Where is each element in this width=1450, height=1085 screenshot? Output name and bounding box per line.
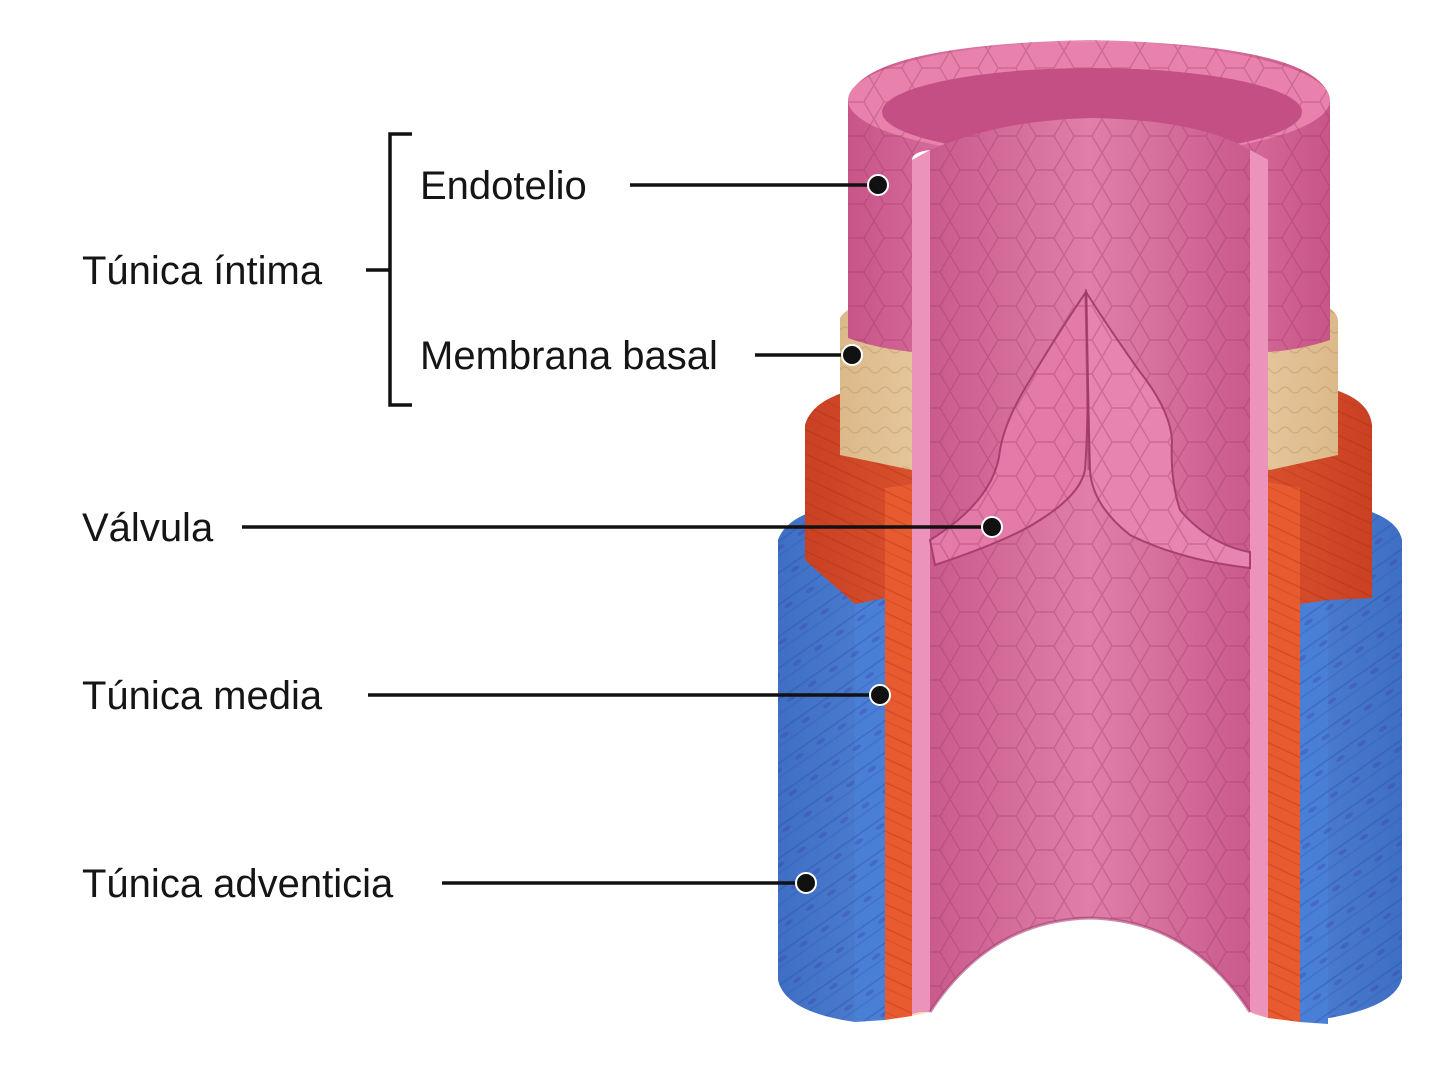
leader-lines [242, 174, 1003, 894]
valve-leaflets [928, 288, 1251, 570]
intima-layer [848, 40, 1330, 1018]
valvula-marker [981, 516, 1003, 538]
label-membrana-basal: Membrana basal [420, 334, 718, 378]
label-endotelio: Endotelio [420, 164, 587, 208]
label-tunica-adventicia: Túnica adventicia [82, 862, 394, 906]
label-tunica-media: Túnica media [82, 674, 323, 718]
label-valvula: Válvula [82, 506, 214, 550]
tunica-adventicia-marker [795, 872, 817, 894]
tunica-media-marker [869, 684, 891, 706]
labels: Túnica íntima Endotelio Membrana basal V… [82, 164, 718, 906]
intima-bracket [366, 132, 412, 407]
label-tunica-intima: Túnica íntima [82, 249, 323, 293]
endotelio-marker [867, 174, 889, 196]
membrana-basal-marker [841, 344, 863, 366]
